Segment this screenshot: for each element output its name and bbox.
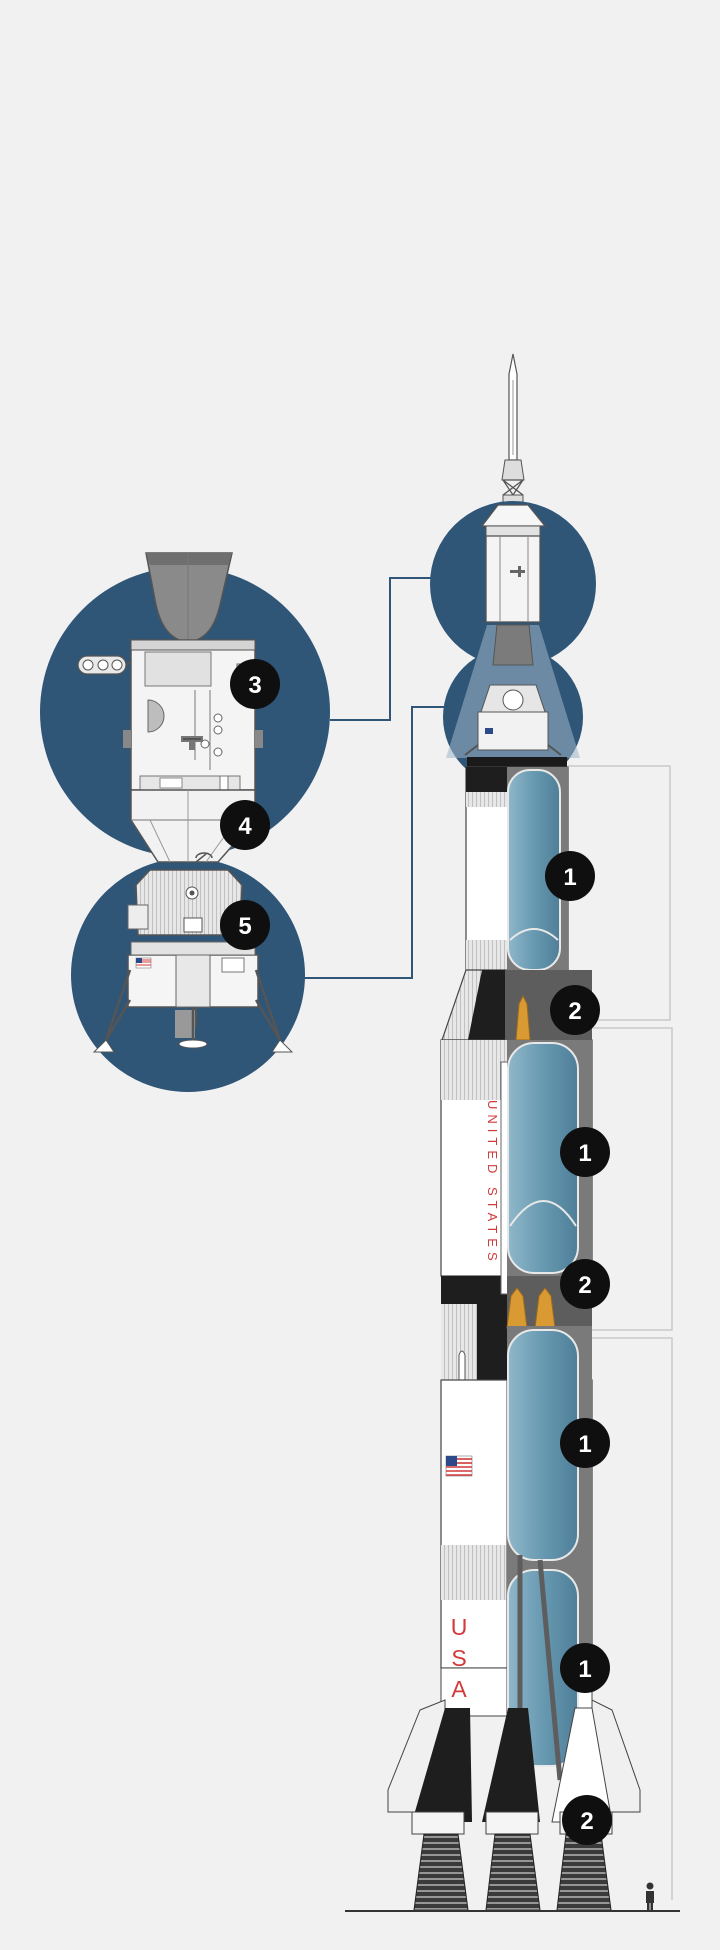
usa-letter-a: A xyxy=(451,1676,467,1702)
united-states-lettering: UNITED STATES xyxy=(485,1100,500,1266)
flag-icon xyxy=(135,957,152,969)
flag-icon xyxy=(445,1455,473,1477)
callout-badge-stage2-engine: 2 xyxy=(560,1259,610,1309)
stage-brackets xyxy=(566,765,673,1900)
antenna-icon xyxy=(77,655,135,675)
service-module xyxy=(123,639,263,791)
callout-badge-adapter: 4 xyxy=(220,800,270,850)
svg-text:2: 2 xyxy=(580,1808,593,1835)
spacecraft-lm-adapter xyxy=(130,789,256,863)
ground-scale xyxy=(345,1882,680,1912)
callout-badge-stage2-tank: 1 xyxy=(560,1127,610,1177)
command-module xyxy=(480,504,547,666)
person-icon xyxy=(646,1882,654,1911)
svg-text:1: 1 xyxy=(578,1140,591,1167)
callout-badge-stage1-tank: 1 xyxy=(560,1418,610,1468)
callout-badge-service-module: 3 xyxy=(230,659,280,709)
svg-text:2: 2 xyxy=(568,998,581,1025)
callout-badge-lunar-module: 5 xyxy=(220,900,270,950)
lander-legs xyxy=(92,969,294,1053)
callout-badge-stage1-engine: 2 xyxy=(562,1795,612,1845)
callout-badge-stage3-tank: 1 xyxy=(545,851,595,901)
svg-text:5: 5 xyxy=(238,913,251,940)
lm-inside-rocket xyxy=(464,684,562,756)
launch-escape-tower xyxy=(501,353,525,506)
svg-text:1: 1 xyxy=(578,1431,591,1458)
svg-text:1: 1 xyxy=(563,864,576,891)
usa-letter-s: S xyxy=(451,1645,466,1671)
callout-badges: 1 2 1 2 1 1 2 3 xyxy=(220,659,612,1845)
svg-text:3: 3 xyxy=(248,672,261,699)
lunar-module xyxy=(92,852,294,1053)
connector-lines xyxy=(303,577,445,979)
svg-text:1: 1 xyxy=(578,1656,591,1683)
svg-text:4: 4 xyxy=(238,813,252,840)
detail-cluster xyxy=(40,552,330,1092)
callout-badge-stage1-lower-tank: 1 xyxy=(560,1643,610,1693)
connector-csm xyxy=(330,577,432,721)
callout-badge-stage3-engine: 2 xyxy=(550,985,600,1035)
usa-letter-u: U xyxy=(451,1614,468,1640)
svg-text:2: 2 xyxy=(578,1272,591,1299)
connector-lm xyxy=(303,706,445,979)
rocket-lettering: UNITED STATES U S A xyxy=(451,1100,500,1702)
